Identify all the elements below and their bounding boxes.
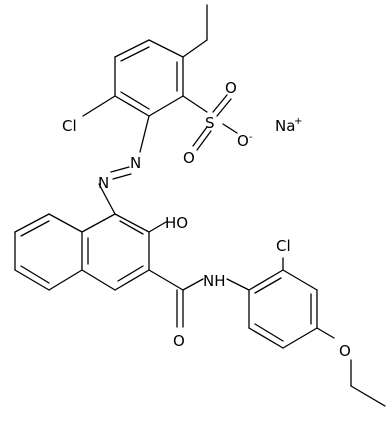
ether-oxygen-label: O (339, 342, 351, 360)
sulfonate-anion-oxygen-label: O (237, 132, 249, 150)
sulfur-atom-label: S (205, 114, 215, 132)
azo-nitrogen-label: N (130, 154, 141, 172)
hydroxyl-group-label: HO (165, 214, 188, 232)
amide-oxygen-label: O (173, 332, 185, 350)
amide-nh-label: NH (203, 272, 226, 290)
negative-charge-label: - (249, 132, 253, 143)
azo-nitrogen-label: N (98, 174, 109, 192)
sodium-atom-label: Na (275, 117, 295, 135)
sulfonyl-oxygen-label: O (183, 149, 195, 167)
sulfonyl-oxygen-label: O (225, 79, 237, 97)
chlorine-atom-label: Cl (276, 237, 291, 255)
chlorine-atom-label: Cl (62, 117, 77, 135)
bond-lines (14, 4, 386, 407)
positive-charge-label: + (294, 116, 302, 127)
